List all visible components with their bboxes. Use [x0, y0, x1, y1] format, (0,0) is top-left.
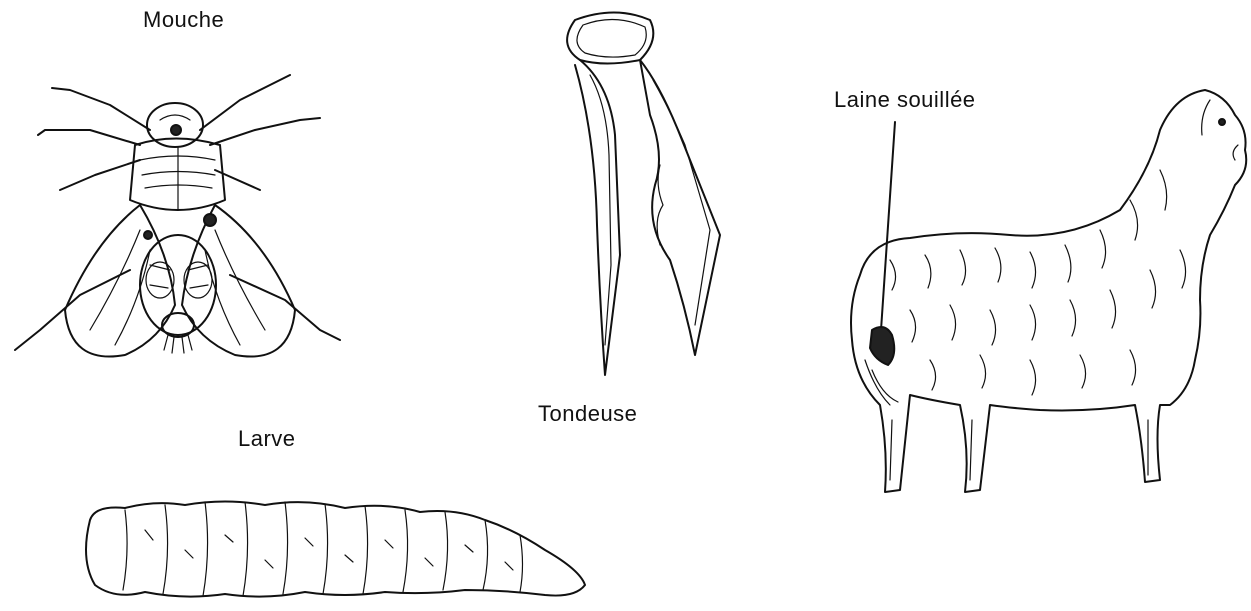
sheep-illustration	[830, 60, 1251, 500]
fly-illustration	[0, 60, 360, 380]
larva-illustration	[75, 490, 595, 610]
fly-label: Mouche	[143, 7, 224, 33]
shears-illustration	[545, 5, 735, 395]
shears-label: Tondeuse	[538, 401, 637, 427]
larva-label: Larve	[238, 426, 296, 452]
